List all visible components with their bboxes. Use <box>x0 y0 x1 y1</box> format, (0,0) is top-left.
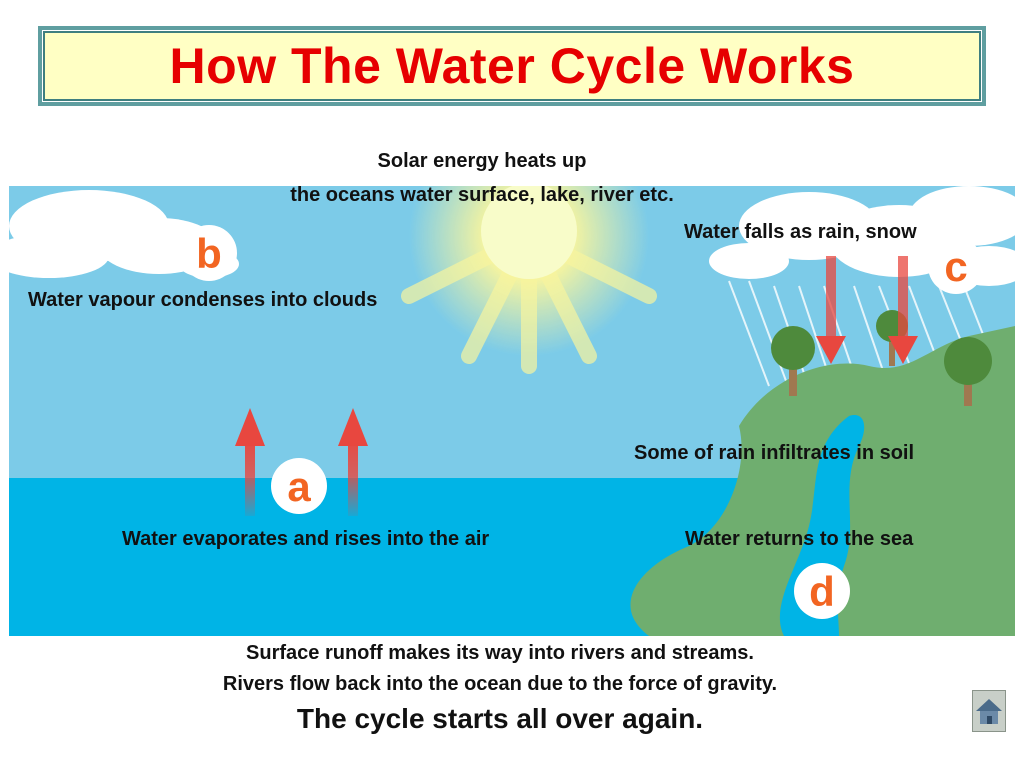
footer-line-2: Rivers flow back into the ocean due to t… <box>222 673 778 695</box>
label-solar-1: Solar energy heats up <box>377 150 587 172</box>
svg-text:b: b <box>196 230 222 277</box>
page-title: How The Water Cycle Works <box>169 38 855 94</box>
water-cycle-scene: b c a d <box>9 186 1015 636</box>
marker-d: d <box>794 563 850 619</box>
tree-right <box>944 337 992 406</box>
tree-left <box>771 326 815 396</box>
sun <box>401 186 657 374</box>
footer-line-1: Surface runoff makes its way into rivers… <box>246 642 754 664</box>
home-button[interactable] <box>972 690 1006 732</box>
label-rain: Water falls as rain, snow <box>684 221 917 243</box>
marker-b: b <box>181 225 237 281</box>
label-infiltrate: Some of rain infiltrates in soil <box>634 442 915 464</box>
arrow-rain-right <box>888 256 918 364</box>
title-banner: How The Water Cycle Works <box>38 26 986 106</box>
marker-c: c <box>928 238 984 294</box>
footer-line-3: The cycle starts all over again. <box>296 703 704 734</box>
title-inner: How The Water Cycle Works <box>42 30 982 102</box>
label-returns: Water returns to the sea <box>685 528 914 550</box>
svg-text:c: c <box>944 243 967 290</box>
home-icon <box>976 699 1002 724</box>
label-condense: Water vapour condenses into clouds <box>28 289 378 311</box>
label-solar-2: the oceans water surface, lake, river et… <box>290 184 674 206</box>
svg-text:d: d <box>809 568 835 615</box>
marker-a: a <box>271 458 327 514</box>
svg-text:a: a <box>287 463 311 510</box>
arrow-rain-left <box>816 256 846 364</box>
label-evaporate: Water evaporates and rises into the air <box>122 528 490 550</box>
arrow-evaporation-left <box>235 408 265 516</box>
arrow-evaporation-right <box>338 408 368 516</box>
